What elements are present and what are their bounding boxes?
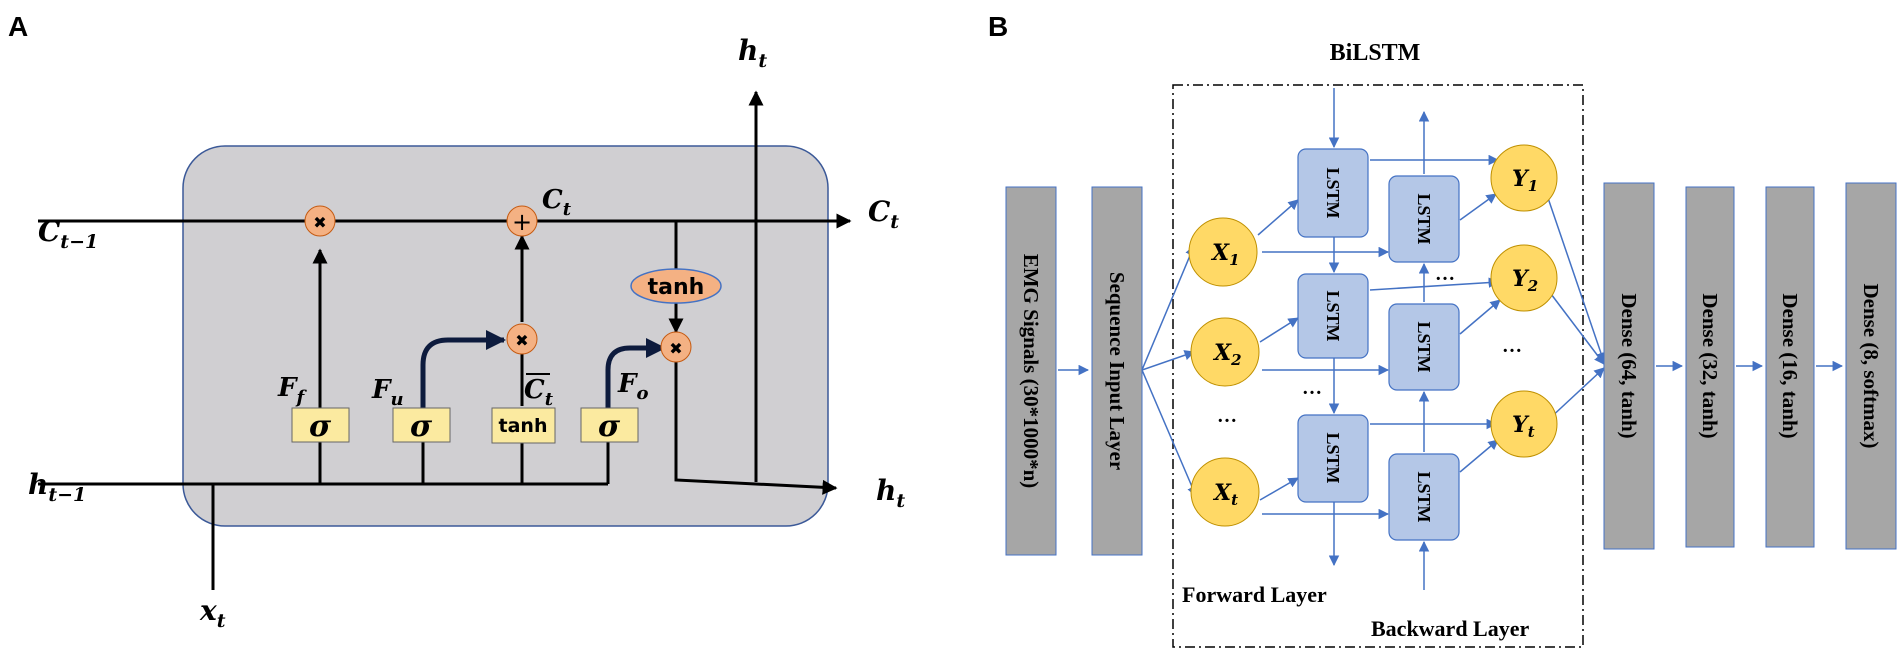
tanh-ellipse	[630, 268, 722, 304]
output-node-yt	[1490, 390, 1558, 458]
seq-to-x1-arrow	[1141, 245, 1196, 371]
ellipsis-bwd: …	[1435, 263, 1455, 285]
lstm-backward-1-label: LSTM	[1414, 193, 1434, 244]
candidate-label: Ct	[524, 375, 554, 410]
update-gate-label: Fu	[371, 375, 404, 410]
dense-box-4	[1845, 182, 1897, 550]
input-node-x1	[1188, 217, 1258, 287]
input-node-x2-label: X2	[1212, 340, 1242, 369]
forget-gate-box	[291, 407, 350, 443]
lstm-forward-1-label: LSTM	[1323, 167, 1343, 218]
panel-b: B BiLSTM EMG Signals (30*1000*n) Sequenc…	[988, 11, 1897, 648]
cell-out-label: Ct	[868, 195, 899, 233]
bwd3-to-yt	[1459, 439, 1499, 473]
output-hidden-arrow	[674, 362, 838, 495]
bilstm-frame	[1172, 84, 1584, 648]
dense-box-4-label: Dense (8, softmax)	[1859, 283, 1883, 448]
panel-a-letter: A	[8, 11, 28, 42]
bwd1-to-y1	[1459, 193, 1497, 221]
update-sigma: σ	[410, 409, 433, 444]
seq-to-xt-arrow	[1141, 369, 1198, 497]
lstm-backward-3	[1388, 453, 1460, 541]
panel-b-letter: B	[988, 11, 1008, 42]
dense-box-2-label: Dense (32, tanh)	[1698, 293, 1722, 438]
update-gate-curve	[420, 330, 506, 408]
seq-to-x2-arrow	[1141, 350, 1195, 371]
output-sigma: σ	[598, 409, 621, 444]
lstm-backward-3-label: LSTM	[1414, 471, 1434, 522]
lstm-forward-3	[1297, 414, 1369, 503]
forget-sigma: σ	[309, 409, 332, 444]
input-node-xt-label: Xt	[1212, 480, 1238, 509]
x2-to-fwd	[1259, 317, 1299, 343]
tanh-ellipse-label: tanh	[648, 275, 705, 300]
output-gate-curve	[605, 338, 666, 408]
x1-to-fwd	[1257, 199, 1299, 236]
output-node-y1-label: Y1	[1512, 166, 1538, 195]
hidden-in-label: ht−1	[28, 468, 86, 506]
sequence-box	[1091, 186, 1143, 556]
y1-to-dense	[1547, 197, 1606, 363]
lstm-forward-2-label: LSTM	[1323, 290, 1343, 341]
lstm-backward-2-label: LSTM	[1414, 321, 1434, 372]
hidden-top-label: ht	[738, 34, 767, 72]
candidate-tanh: tanh	[499, 415, 548, 437]
dense-box-3	[1765, 186, 1815, 548]
backward-layer-label: Backward Layer	[1371, 616, 1530, 641]
lstm-cell-body	[182, 145, 829, 527]
sequence-box-label: Sequence Input Layer	[1105, 272, 1129, 470]
output-gate-label: Fo	[617, 369, 648, 404]
plus-symbol: +	[512, 208, 532, 236]
ellipsis-x: …	[1217, 405, 1237, 427]
dense-box-1	[1603, 182, 1655, 550]
forget-mult-symbol: ✖	[313, 213, 326, 232]
output-node-y2-label: Y2	[1512, 266, 1538, 295]
plus-operator	[506, 205, 538, 237]
output-mult-symbol: ✖	[669, 339, 682, 358]
fwd2-to-y2	[1369, 277, 1500, 291]
bwd2-to-y2	[1459, 299, 1501, 335]
lstm-backward-2	[1388, 303, 1460, 391]
lstm-forward-3-label: LSTM	[1323, 432, 1343, 483]
yt-to-dense	[1547, 367, 1605, 421]
emg-box	[1005, 186, 1057, 556]
output-node-y1	[1490, 144, 1558, 212]
input-label: xt	[199, 594, 226, 632]
ellipsis-fwd: …	[1302, 377, 1322, 399]
ellipsis-y: …	[1502, 335, 1522, 357]
candidate-box	[491, 407, 556, 444]
dense-box-1-label: Dense (64, tanh)	[1617, 293, 1641, 438]
lstm-backward-1	[1388, 175, 1460, 263]
update-mult-operator	[506, 323, 538, 355]
output-mult-operator	[660, 331, 692, 363]
output-node-y2	[1490, 244, 1558, 312]
input-node-xt	[1190, 457, 1260, 527]
cell-mid-label: Ct	[542, 185, 572, 220]
hidden-out-label: ht	[876, 474, 905, 512]
output-gate-box	[580, 407, 639, 443]
cell-in-label: Ct−1	[38, 215, 98, 253]
bilstm-title: BiLSTM	[1330, 40, 1421, 66]
update-gate-box	[392, 407, 451, 443]
forget-mult-operator	[304, 205, 336, 237]
lstm-forward-1	[1297, 148, 1369, 238]
y2-to-dense	[1547, 289, 1605, 365]
input-node-x2	[1190, 317, 1260, 387]
xt-to-fwd	[1259, 477, 1299, 501]
forward-layer-label: Forward Layer	[1182, 582, 1327, 607]
panel-a: A ✖ + ✖	[8, 11, 905, 632]
input-node-x1-label: X1	[1210, 240, 1240, 269]
update-mult-symbol: ✖	[515, 331, 528, 350]
dense-box-2	[1685, 186, 1735, 548]
emg-box-label: EMG Signals (30*1000*n)	[1019, 254, 1043, 489]
output-node-yt-label: Yt	[1512, 412, 1535, 441]
lstm-forward-2	[1297, 273, 1369, 359]
dense-box-3-label: Dense (16, tanh)	[1778, 293, 1802, 438]
